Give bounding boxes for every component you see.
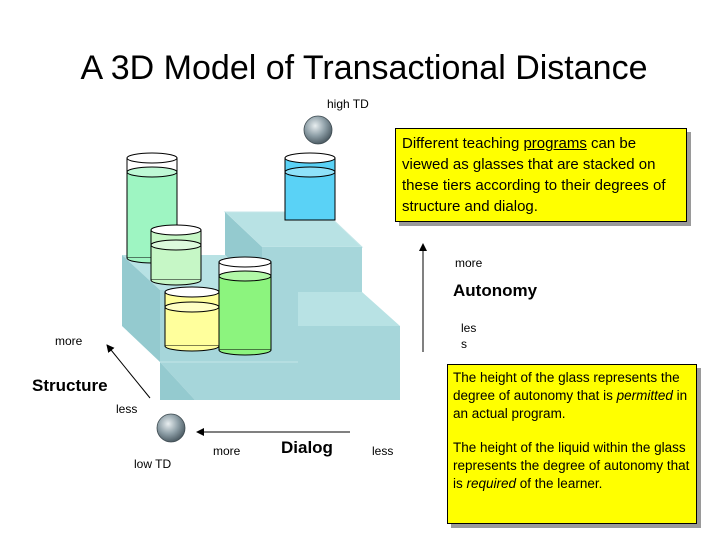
glass-yellow: [164, 286, 220, 352]
dialog-more-label: more: [213, 444, 241, 458]
glass-blue: [284, 152, 336, 221]
liquid-height-paragraph: The height of the liquid within the glas…: [453, 439, 691, 493]
autonomy-axis-label: Autonomy: [453, 281, 538, 300]
glass-bright-green: [218, 256, 272, 356]
structure-axis-arrow: [106, 344, 151, 399]
callout-text-start: Different teaching: [402, 135, 524, 152]
glass-height-callout: The height of the glass represents the d…: [447, 364, 697, 524]
low-td-sphere-icon: [156, 413, 186, 443]
autonomy-less-label-line2: s: [461, 337, 467, 351]
low-td-label: low TD: [134, 457, 172, 471]
autonomy-more-label: more: [455, 256, 483, 270]
paragraph-gap: [453, 423, 691, 439]
slide-title: A 3D Model of Transactional Distance: [80, 49, 648, 87]
high-td-label: high TD: [327, 97, 369, 111]
dialog-less-label: less: [372, 444, 394, 458]
permitted-emphasis: permitted: [616, 388, 673, 403]
programs-link[interactable]: programs: [523, 135, 587, 152]
high-td-sphere-icon: [303, 115, 333, 145]
paragraph-2-start: The height of the liquid within the glas…: [453, 440, 690, 491]
paragraph-1-start: The height of the glass represents the d…: [453, 370, 680, 403]
tier-1-side: [160, 362, 195, 400]
structure-less-label: less: [116, 402, 138, 416]
callout-text-end: can be viewed as glasses that are stacke…: [402, 135, 666, 215]
structure-axis-label: Structure: [32, 376, 108, 395]
programs-callout: Different teaching programs can be viewe…: [395, 128, 687, 222]
tier-3-front: [262, 247, 362, 292]
required-emphasis: required: [466, 476, 517, 491]
tier-1-step: [195, 326, 400, 400]
structure-more-label: more: [55, 334, 83, 348]
tier-2-side: [122, 255, 160, 362]
paragraph-1-end: in an actual program.: [453, 388, 688, 421]
glass-tall-green: [126, 152, 178, 264]
glass-small-light-green: [150, 224, 202, 286]
dialog-axis-label: Dialog: [281, 438, 333, 457]
glass-height-paragraph: The height of the glass represents the d…: [453, 369, 691, 423]
paragraph-2-end: of the learner.: [516, 476, 603, 491]
autonomy-less-label-line1: les: [461, 321, 477, 335]
